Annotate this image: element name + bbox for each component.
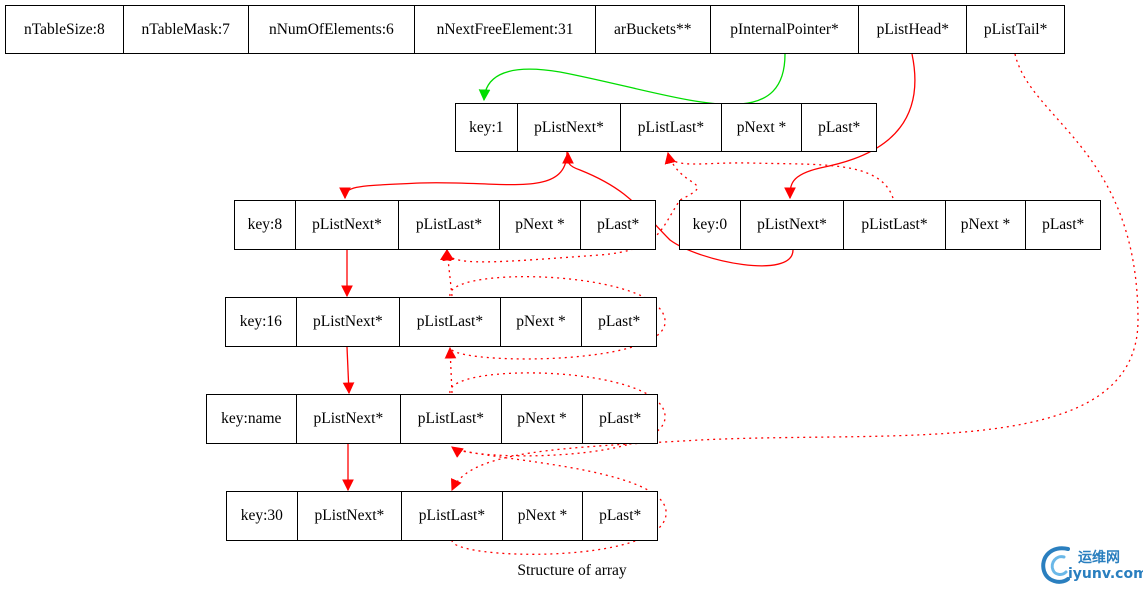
bucket-plistnext: pListNext* xyxy=(298,492,403,540)
bucket-plistnext: pListNext* xyxy=(741,201,845,249)
bucket-plistlast: pListLast* xyxy=(402,492,503,540)
field-internal-pointer: pInternalPointer* xyxy=(711,6,860,53)
bucket-plast: pLast* xyxy=(597,216,640,233)
bucket-key16: key:16 pListNext* pListLast* pNext * pLa… xyxy=(225,297,657,347)
bucket-plistlast: pListLast* xyxy=(400,298,501,346)
bucket-key1: key:1 pListNext* pListLast* pNext * pLas… xyxy=(455,103,877,152)
bucket-plast: pLast* xyxy=(1042,216,1085,233)
bucket-pnext: pNext * xyxy=(503,492,584,540)
bucket-pnext: pNext * xyxy=(722,104,803,151)
bucket-pnext: pNext * xyxy=(502,395,584,443)
bucket-key: key:0 xyxy=(680,201,741,249)
hashtable-record: nTableSize:8 nTableMask:7 nNumOfElements… xyxy=(5,5,1065,54)
field-table-size: nTableSize:8 xyxy=(6,6,124,53)
field-next-free: nNextFreeElement:31 xyxy=(415,6,596,53)
watermark-logo: 运维网 iyunv.com xyxy=(1038,543,1143,587)
bucket-key: key:1 xyxy=(456,104,518,151)
edge-key16-last xyxy=(449,276,666,360)
bucket-pnext: pNext * xyxy=(500,201,582,249)
edge-keyname-last xyxy=(449,372,666,457)
edge-key1-next xyxy=(339,151,568,200)
bucket-plistnext: pListNext* xyxy=(296,201,400,249)
bucket-plast: pLast* xyxy=(599,410,642,427)
bucket-plistlast: pListLast* xyxy=(844,201,946,249)
bucket-plast: pLast* xyxy=(598,313,641,330)
bucket-plistnext: pListNext* xyxy=(518,104,622,151)
watermark-line2: iyunv.com xyxy=(1068,566,1143,582)
bucket-pnext: pNext * xyxy=(946,201,1027,249)
bucket-plistlast: pListLast* xyxy=(401,395,502,443)
bucket-pnext: pNext * xyxy=(501,298,583,346)
field-ar-buckets: arBuckets** xyxy=(596,6,711,53)
bucket-plistnext: pListNext* xyxy=(297,395,402,443)
edge-internal-pointer xyxy=(478,53,786,106)
edge-list-tail xyxy=(451,53,1139,492)
bucket-key: key:name xyxy=(207,395,297,443)
diagram-caption: Structure of array xyxy=(517,562,627,579)
bucket-key8: key:8 pListNext* pListLast* pNext * pLas… xyxy=(234,200,656,250)
bucket-plistlast: pListLast* xyxy=(399,201,500,249)
field-num-elements: nNumOfElements:6 xyxy=(249,6,416,53)
bucket-keyname: key:name pListNext* pListLast* pNext * p… xyxy=(206,394,658,444)
bucket-plistlast: pListLast* xyxy=(621,104,722,151)
field-table-mask: nTableMask:7 xyxy=(124,6,249,53)
bucket-plast: pLast* xyxy=(599,507,642,524)
swirl-logo-icon xyxy=(1041,546,1070,584)
edge-list-head xyxy=(784,53,916,200)
bucket-key: key:16 xyxy=(226,298,297,346)
bucket-key: key:30 xyxy=(227,492,298,540)
edge-key16-next xyxy=(342,346,355,395)
bucket-plast: pLast* xyxy=(818,118,861,136)
field-list-head: pListHead* xyxy=(859,6,968,53)
edge-key0-last xyxy=(664,151,894,199)
watermark-line1: 运维网 xyxy=(1078,550,1120,566)
bucket-plistnext: pListNext* xyxy=(297,298,401,346)
bucket-key30: key:30 pListNext* pListLast* pNext * pLa… xyxy=(226,491,658,541)
bucket-key: key:8 xyxy=(235,201,296,249)
bucket-key0: key:0 pListNext* pListLast* pNext * pLas… xyxy=(679,200,1101,250)
edge-key30-last xyxy=(451,446,667,555)
field-list-tail: pListTail* xyxy=(983,20,1048,38)
